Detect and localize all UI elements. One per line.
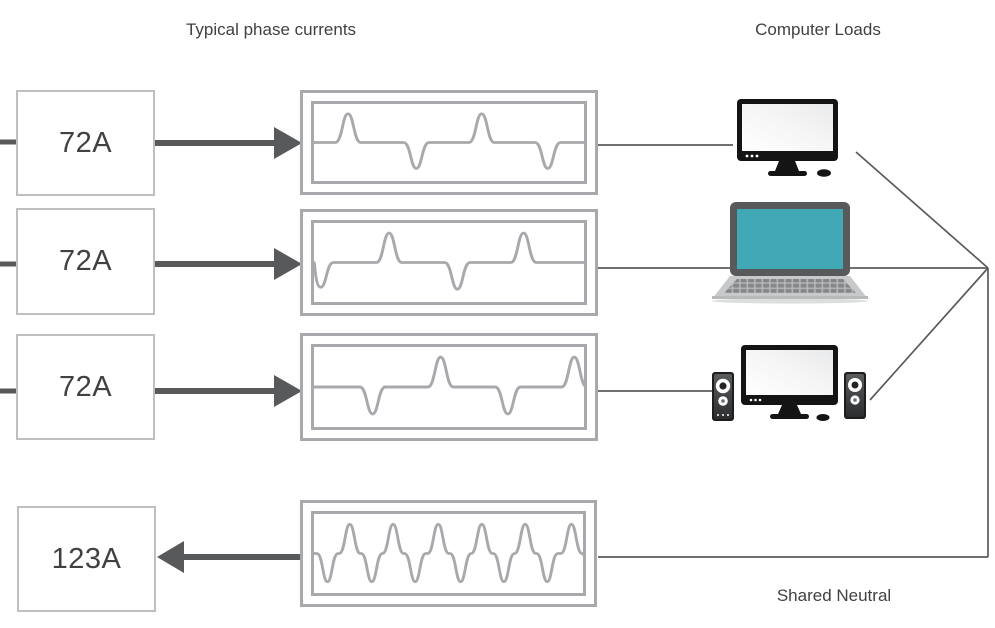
- neutral-waveform-box: [300, 500, 597, 607]
- phase-1-amp-box: 72A: [16, 90, 155, 196]
- phase-1-waveform: [314, 112, 584, 170]
- mouse-icon: [817, 169, 831, 177]
- mouse-icon: [816, 414, 830, 421]
- speaker-left-icon: [712, 372, 734, 421]
- load-3-return-line: [869, 267, 989, 401]
- phase-3-amp-value: 72A: [58, 370, 113, 403]
- phase-3-arrow: [155, 375, 302, 407]
- phase-2-amp-box: 72A: [16, 208, 155, 315]
- neutral-waveform-frame: [311, 511, 586, 596]
- load-1-return-line: [855, 151, 989, 269]
- phase-3-waveform-frame: [311, 344, 587, 430]
- phase-1-waveform-frame: [311, 101, 587, 184]
- phase-3-waveform: [314, 355, 584, 416]
- speaker-right-icon: [844, 372, 866, 419]
- phase-3-amp-box: 72A: [16, 334, 155, 440]
- desktop-with-speakers-icon: [712, 345, 866, 421]
- phase-1-waveform-box: [300, 90, 598, 195]
- neutral-waveform: [314, 522, 583, 584]
- desktop-computer-icon: [737, 99, 838, 177]
- monitor-screen: [742, 104, 833, 151]
- neutral-amp-box: 123A: [17, 506, 156, 612]
- phase-currents-title: Typical phase currents: [185, 20, 357, 39]
- phase-2-amp-value: 72A: [58, 245, 113, 277]
- desktop-monitor: [741, 345, 838, 421]
- phase-2-waveform: [314, 231, 584, 291]
- laptop-screen: [737, 209, 843, 269]
- phase-3-waveform-box: [300, 333, 598, 441]
- phase-2-waveform-box: [300, 209, 598, 316]
- neutral-amp-value: 123A: [51, 542, 122, 575]
- phase-1-arrow: [155, 127, 302, 159]
- shared-neutral-label: Shared Neutral: [776, 586, 892, 605]
- computer-loads-title: Computer Loads: [755, 20, 881, 39]
- monitor-stand: [775, 161, 799, 171]
- phase-2-waveform-frame: [311, 220, 587, 305]
- laptop-icon: [712, 202, 868, 304]
- monitor-base: [768, 171, 807, 176]
- neutral-arrow: [157, 541, 301, 573]
- phase-2-arrow: [155, 248, 302, 280]
- phase-1-amp-value: 72A: [58, 126, 113, 159]
